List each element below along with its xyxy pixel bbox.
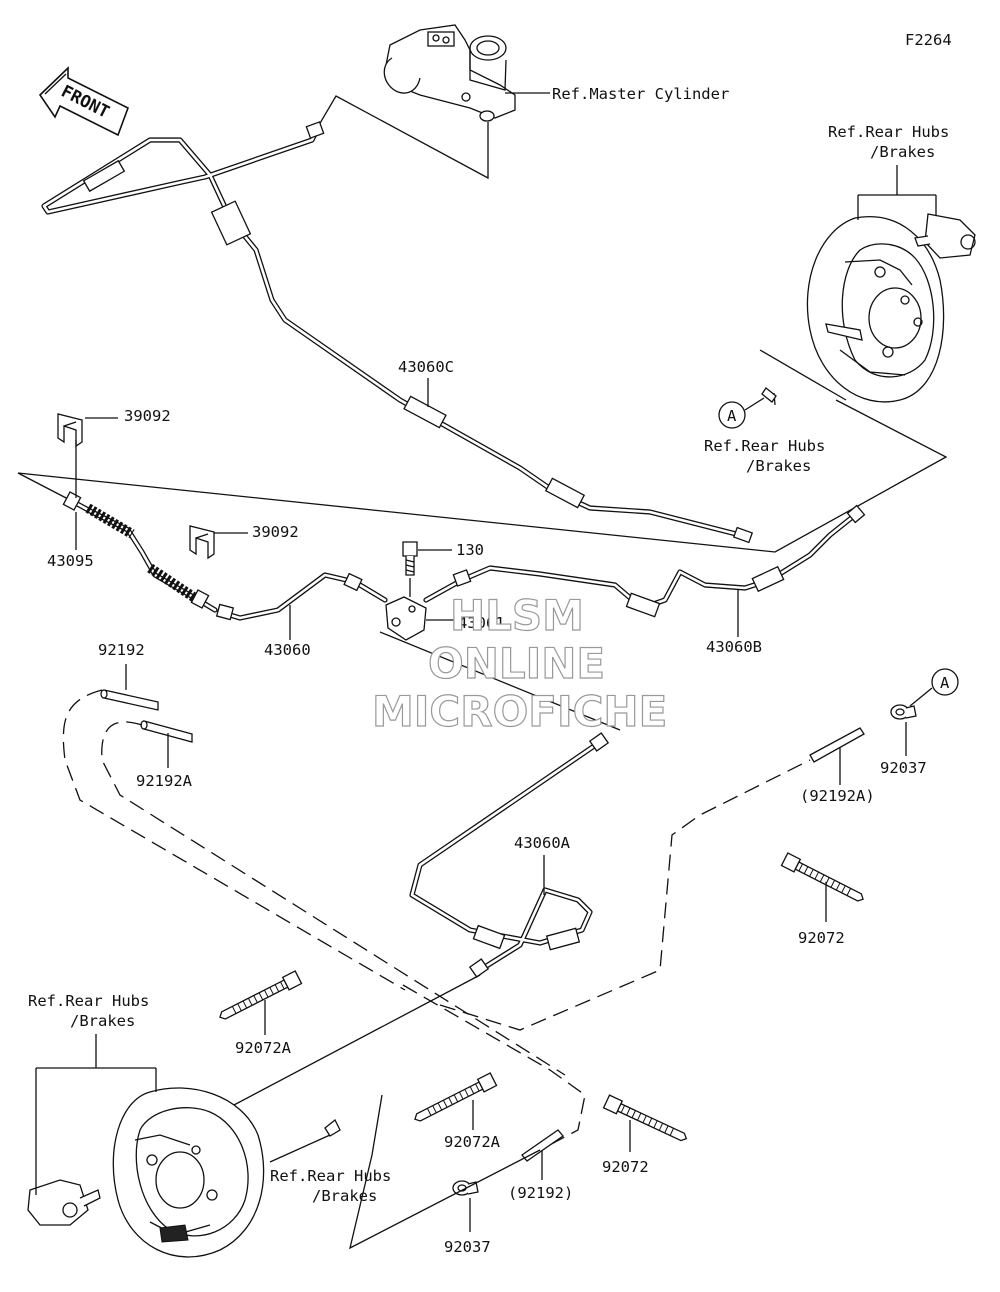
part-39092-label-a: 39092 [124,407,171,425]
sleeve-92192 [100,689,159,711]
sleeve-92192-paren [521,1129,564,1162]
figure-code: F2264 [905,31,952,49]
brake-pipe-43060 [215,572,388,621]
tie-strap-92072a-left [216,970,303,1025]
svg-text:A: A [727,407,737,425]
tie-strap-92072-upper [780,852,867,907]
part-43060c-label: 43060C [398,358,454,376]
front-arrow-icon: FRONT [38,66,129,137]
svg-text:HLSM: HLSM [450,591,584,640]
ref-brakes-label-left: /Brakes [70,1012,135,1030]
ref-master-cylinder-label: Ref.Master Cylinder [552,85,729,103]
watermark: HLSM ONLINE MICROFICHE [371,590,667,736]
svg-text:ONLINE: ONLINE [428,639,605,688]
brake-pipe-43060b [423,504,866,618]
part-92072-label-upper: 92072 [798,929,845,947]
part-92072-label-lower: 92072 [602,1158,649,1176]
brake-pipe-front-loop [41,121,754,544]
part-92072a-label-center: 92072A [444,1133,501,1151]
tie-strap-92072a-center [411,1072,498,1127]
ref-rear-hubs-label-top: Ref.Rear Hubs [828,123,949,141]
part-43095-label: 43095 [47,552,94,570]
svg-text:MICROFICHE: MICROFICHE [372,687,667,736]
brake-pipe-43060a [409,732,610,978]
part-39092-label-b: 39092 [252,523,299,541]
part-92037-label-lower: 92037 [444,1238,491,1256]
bolt-130 [402,541,418,576]
part-92192-paren-label: (92192) [508,1184,573,1202]
part-92037-label-right: 92037 [880,759,927,777]
ref-rear-hubs-label-bottom: Ref.Rear Hubs [270,1167,391,1185]
part-43060-label: 43060 [264,641,311,659]
callout-a-upper: A [718,397,765,429]
brake-joint-43061 [385,596,427,641]
callout-a-lower: A [931,668,959,696]
rear-brake-assembly-right [761,213,976,403]
ref-brakes-label-mid: /Brakes [746,457,811,475]
part-92072a-label-left: 92072A [235,1039,292,1057]
part-92192a-paren-label: (92192A) [800,787,875,805]
sleeve-92192a [140,720,193,743]
ref-brakes-label-bottom: /Brakes [312,1187,377,1205]
master-cylinder [383,24,550,122]
tie-strap-92072-lower [602,1094,690,1146]
clamp-92037-right [890,704,917,720]
part-43060b-label: 43060B [706,638,762,656]
sleeve-92192a-paren [809,727,865,763]
clip-39092-a [57,413,83,447]
ref-rear-hubs-label-mid: Ref.Rear Hubs [704,437,825,455]
part-92192a-label: 92192A [136,772,193,790]
ref-rear-hubs-label-left: Ref.Rear Hubs [28,992,149,1010]
clip-39092-b [189,525,215,559]
ref-brakes-label-top: /Brakes [870,143,935,161]
part-43061-label: 43061 [458,614,505,632]
part-43060a-label: 43060A [514,834,571,852]
part-92192-label: 92192 [98,641,145,659]
part-130-label: 130 [456,541,484,559]
svg-text:A: A [940,674,950,692]
rear-brake-assembly-left [27,1087,341,1258]
